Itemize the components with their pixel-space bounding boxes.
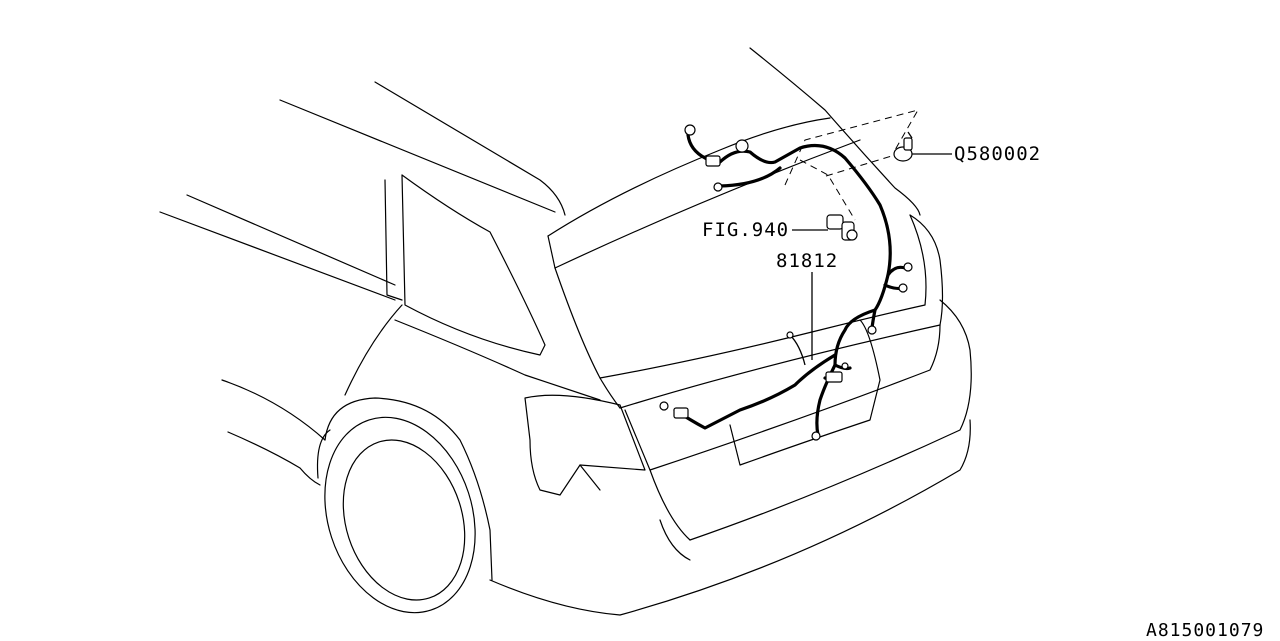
part-label-q580002: Q580002 xyxy=(954,143,1042,165)
leader-lines xyxy=(792,153,952,360)
fig940-connector xyxy=(826,214,858,241)
figure-reference-label: FIG.940 xyxy=(702,219,790,241)
part-label-harness: 81812 xyxy=(776,250,839,272)
harness-connectors xyxy=(659,124,913,441)
vehicle-body-outline xyxy=(159,47,972,616)
q580002-reference-lines xyxy=(784,109,920,221)
wiring-harness-81812 xyxy=(673,133,907,437)
diagram-id-label: A815001079 xyxy=(1146,620,1265,641)
q580002-clip xyxy=(893,131,913,162)
